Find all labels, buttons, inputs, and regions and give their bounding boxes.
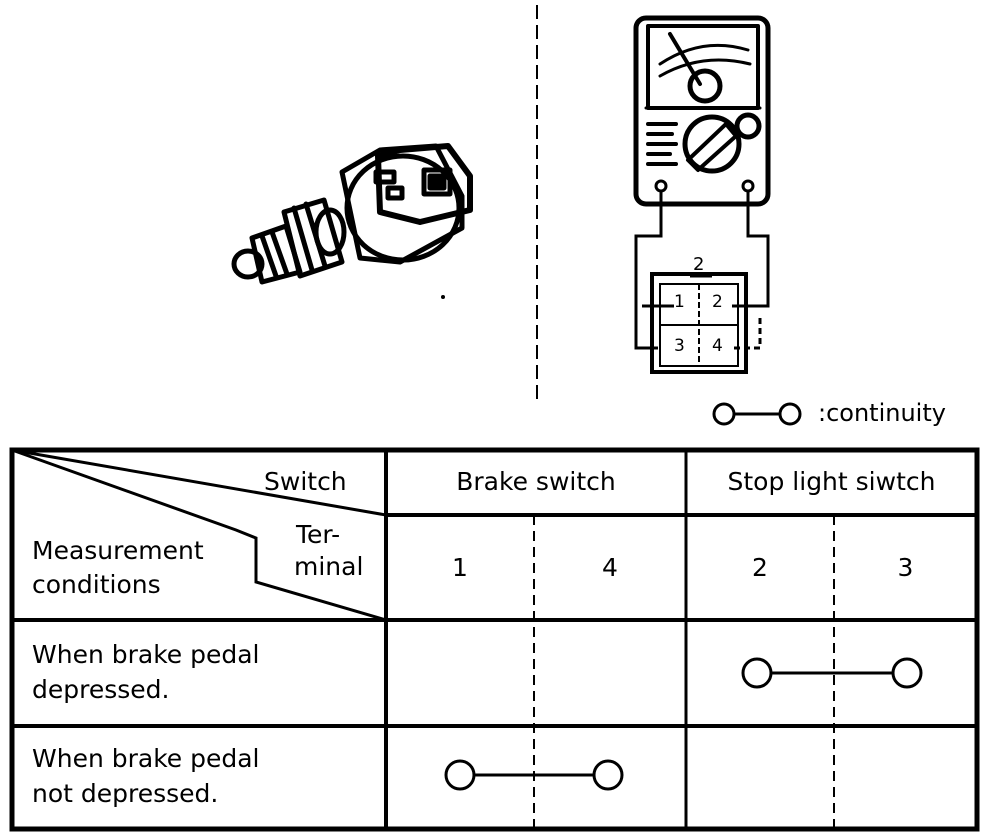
row-not-depressed-label-1: When brake pedal [32, 744, 260, 773]
terminal-col-4: 4 [602, 553, 618, 582]
continuity-mark-depressed [741, 657, 923, 689]
header-group-brake-switch: Brake switch [456, 467, 616, 496]
row-depressed-label-2: depressed. [32, 675, 170, 704]
terminal-col-1: 1 [452, 553, 468, 582]
connector-pin-4: 4 [712, 336, 723, 356]
connector-diagram [642, 272, 762, 374]
test-leads [634, 191, 770, 350]
continuity-legend-label: :continuity [818, 399, 946, 427]
header-conditions-label-1: Measurement [32, 536, 204, 565]
header-terminal-label-2: minal [294, 552, 364, 581]
continuity-mark-not-depressed [444, 759, 624, 791]
connector-pin-2: 2 [712, 292, 723, 312]
stray-dot [441, 295, 445, 299]
connector-pin-1: 1 [674, 292, 685, 312]
header-terminal-label-1: Ter- [296, 520, 341, 549]
row-depressed-label-1: When brake pedal [32, 640, 260, 669]
terminal-col-3: 3 [897, 553, 914, 582]
multimeter-icon [633, 15, 771, 207]
header-switch-label: Switch [264, 467, 347, 496]
continuity-legend-symbol [712, 402, 802, 426]
header-group-stop-light-switch: Stop light siwtch [727, 467, 936, 496]
connector-pin-3: 3 [674, 336, 685, 356]
continuity-table-grid [9, 447, 980, 832]
connector-top-label: 2 [693, 254, 705, 275]
brake-switch-illustration [231, 143, 473, 285]
row-not-depressed-label-2: not depressed. [32, 779, 219, 808]
header-conditions-label-2: conditions [32, 570, 161, 599]
terminal-col-2: 2 [752, 553, 768, 582]
